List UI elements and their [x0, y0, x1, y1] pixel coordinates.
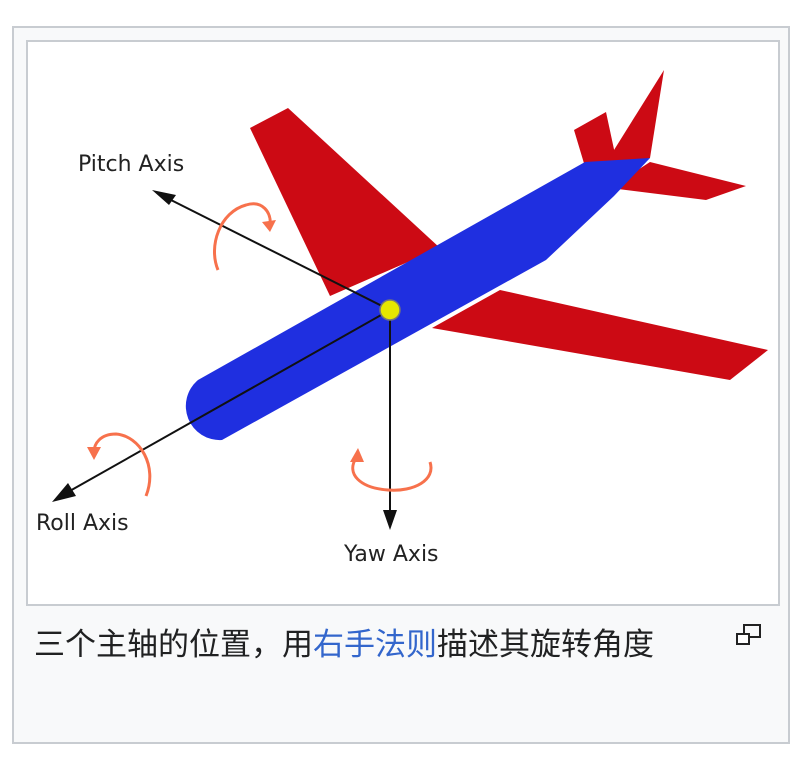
yaw-axis-label: Yaw Axis — [343, 542, 439, 567]
figure-caption: 三个主轴的位置，用右手法则描述其旋转角度 — [34, 618, 714, 672]
pitch-axis-label: Pitch Axis — [78, 152, 184, 177]
horizontal-stabilizer-right — [610, 162, 746, 200]
enlarge-icon[interactable] — [734, 622, 764, 650]
fuselage — [185, 158, 651, 441]
roll-axis-line — [67, 309, 391, 493]
left-wing — [250, 108, 440, 296]
right-hand-rule-link[interactable]: 右手法则 — [313, 627, 437, 663]
yaw-rotation-arrow — [350, 448, 433, 492]
center-point — [379, 299, 401, 321]
roll-axis-arrowhead — [52, 483, 76, 502]
roll-axis-label: Roll Axis — [36, 511, 129, 536]
yaw-axis-arrowhead — [383, 510, 397, 530]
pitch-axis-line — [164, 196, 391, 311]
horizontal-stabilizer-back — [574, 112, 618, 170]
caption-text-before: 三个主轴的位置，用 — [34, 627, 313, 663]
right-wing — [432, 290, 768, 380]
vertical-stabilizer — [604, 70, 664, 166]
roll-rotation-arrow — [87, 432, 152, 497]
caption-text-after: 描述其旋转角度 — [437, 627, 654, 663]
pitch-axis-arrowhead — [152, 190, 176, 205]
pitch-rotation-arrow — [213, 202, 276, 271]
